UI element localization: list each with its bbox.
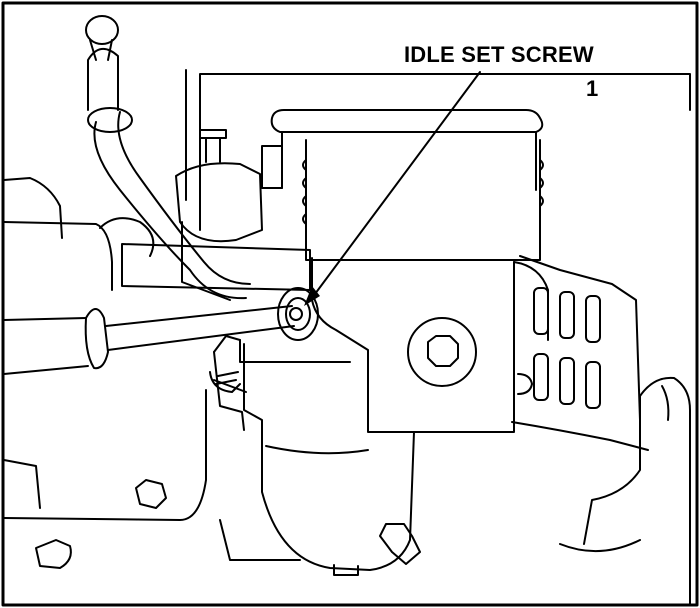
handle-right xyxy=(559,376,691,605)
leader-line xyxy=(311,71,481,299)
float-bowl xyxy=(209,343,421,576)
screwdriver xyxy=(3,305,295,375)
governor-assembly xyxy=(99,129,311,301)
carburetor-body xyxy=(311,257,549,433)
fuel-line xyxy=(85,15,251,300)
leader-arrowhead xyxy=(304,286,320,306)
carburetor-throat xyxy=(270,109,544,261)
upper-engine-block xyxy=(185,69,691,231)
throttle-linkage xyxy=(213,335,351,431)
callout-number: 1 xyxy=(586,76,599,101)
idle-set-screw-assembly xyxy=(277,287,319,341)
cooling-shroud xyxy=(511,255,649,451)
callout-label-idle-set-screw: IDLE SET SCREW xyxy=(404,42,594,67)
crankcase-left xyxy=(3,177,301,569)
